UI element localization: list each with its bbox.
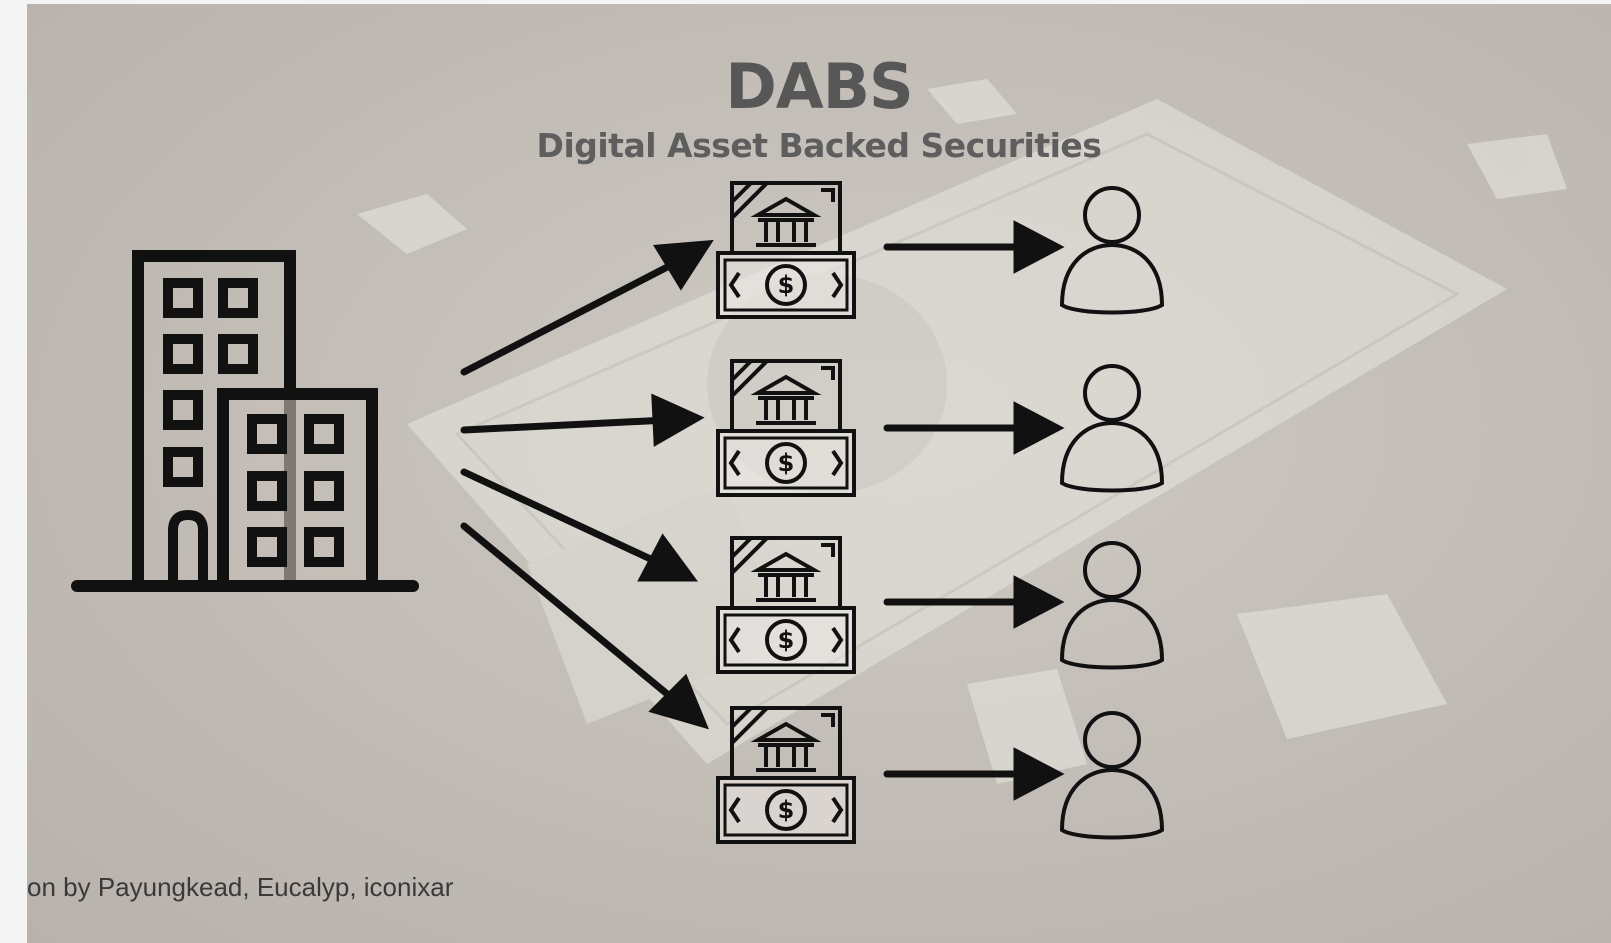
flow-diagram: $ bbox=[71, 181, 1164, 844]
user-icon bbox=[1060, 711, 1164, 840]
arrow-to-security-1 bbox=[460, 239, 714, 376]
bank-note-security-icon bbox=[716, 706, 856, 844]
bank-note-security-icon bbox=[716, 359, 856, 497]
arrow-to-investor-2 bbox=[883, 401, 1065, 455]
arrow-to-security-2 bbox=[460, 393, 705, 447]
office-building-icon bbox=[71, 250, 419, 592]
arrow-to-security-4 bbox=[460, 522, 709, 730]
arrow-to-investor-3 bbox=[883, 575, 1065, 629]
arrow-to-investor-1 bbox=[883, 220, 1065, 274]
slide-title: DABS bbox=[725, 50, 913, 123]
user-icon bbox=[1060, 541, 1164, 670]
arrow-to-security-3 bbox=[460, 468, 698, 582]
bank-note-security-icon bbox=[716, 181, 856, 319]
user-icon bbox=[1060, 186, 1164, 315]
bank-note-security-icon bbox=[716, 536, 856, 674]
arrow-to-investor-4 bbox=[883, 747, 1065, 801]
user-icon bbox=[1060, 364, 1164, 493]
image-credit: on by Payungkead, Eucalyp, iconixar bbox=[27, 872, 454, 902]
slide: DABS Digital Asset Backed Securities $ bbox=[27, 4, 1611, 943]
slide-subtitle: Digital Asset Backed Securities bbox=[536, 126, 1102, 165]
